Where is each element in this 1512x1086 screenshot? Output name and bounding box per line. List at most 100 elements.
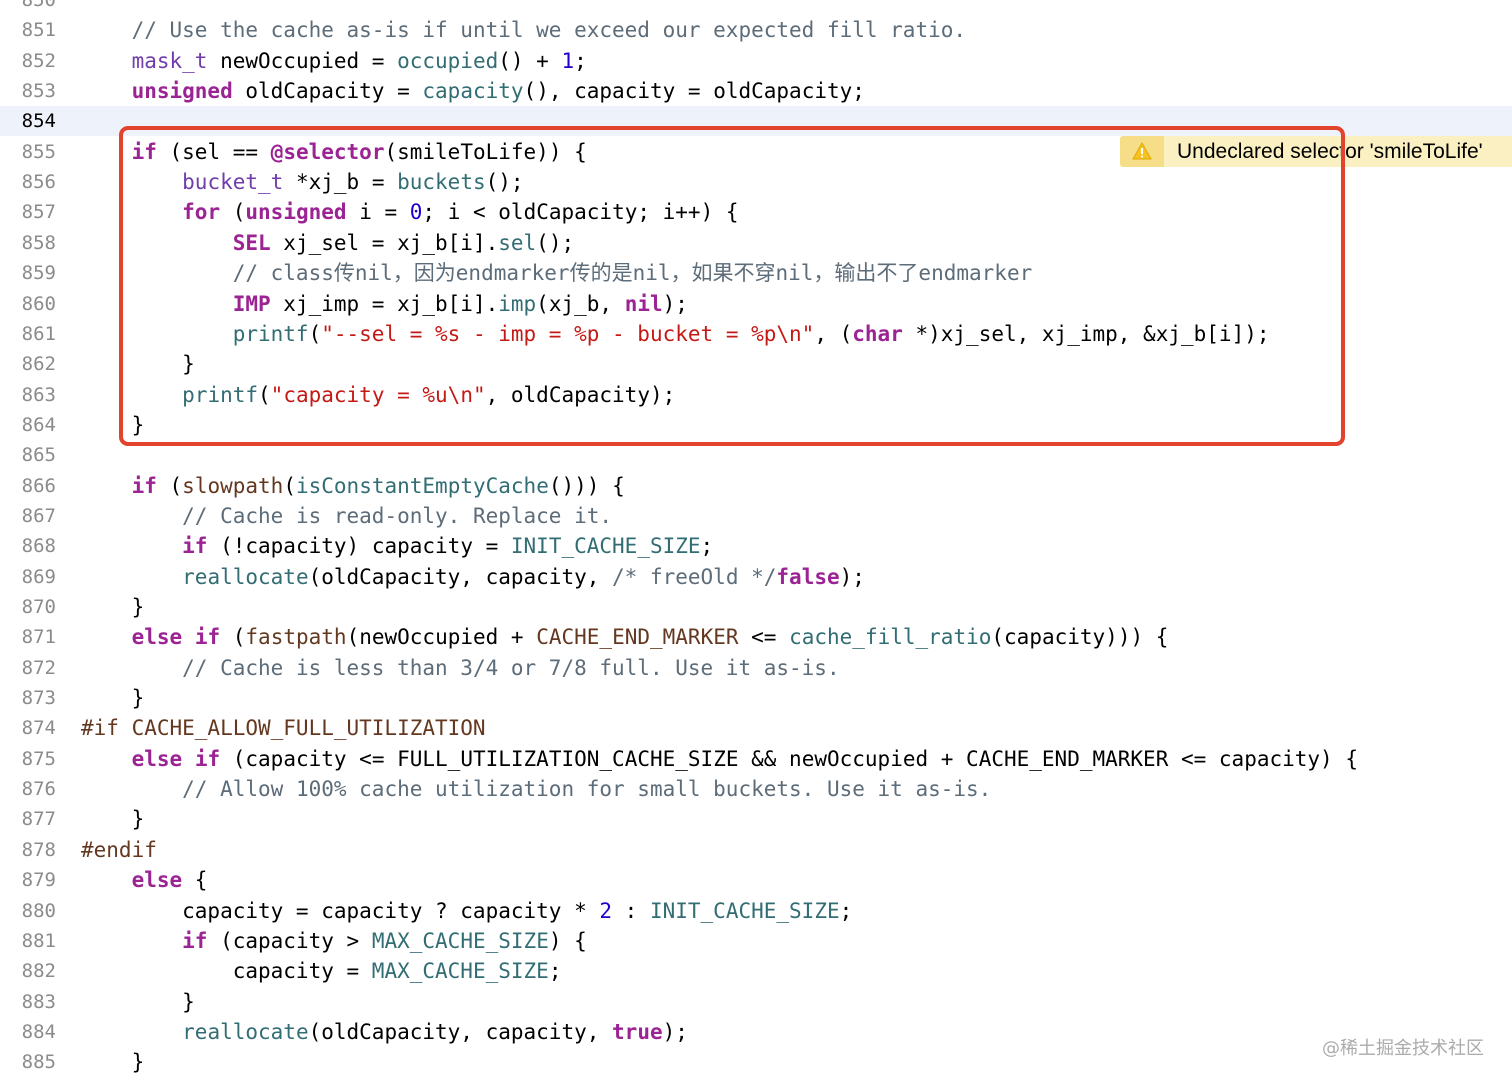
line-number[interactable]: 878	[21, 838, 56, 861]
line-number[interactable]: 851	[21, 19, 56, 42]
code-token: if	[194, 625, 221, 650]
code-line[interactable]: 860 IMP xj_imp = xj_b[i].imp(xj_b, nil);	[0, 289, 1512, 319]
code-line[interactable]: 852 mask_t newOccupied = occupied() + 1;	[0, 46, 1512, 76]
line-number[interactable]: 864	[21, 413, 56, 436]
line-number[interactable]: 859	[21, 262, 56, 285]
code-token	[81, 322, 233, 346]
line-number[interactable]: 879	[21, 869, 56, 892]
warning-annotation[interactable]: Undeclared selector 'smileToLife'	[1120, 136, 1512, 167]
line-number[interactable]: 867	[21, 504, 56, 527]
code-line[interactable]: 874 #if CACHE_ALLOW_FULL_UTILIZATION	[0, 713, 1512, 743]
line-number[interactable]: 854	[21, 110, 56, 133]
code-line[interactable]: 879 else {	[0, 865, 1512, 895]
code-line[interactable]: 873 }	[0, 683, 1512, 713]
line-number[interactable]: 875	[21, 747, 56, 770]
code-line[interactable]: 871 else if (fastpath(newOccupied + CACH…	[0, 622, 1512, 652]
code-token: MAX_CACHE_SIZE	[371, 928, 549, 953]
code-line[interactable]: 859 // class传nil，因为endmarker传的是nil，如果不穿n…	[0, 258, 1512, 288]
code-text: }	[81, 349, 195, 379]
code-line[interactable]: 855 if (sel == @selector(smileToLife)) {	[0, 137, 1512, 167]
code-token: SEL	[232, 230, 271, 255]
code-line[interactable]: 863 printf("capacity = %u\n", oldCapacit…	[0, 380, 1512, 410]
code-line[interactable]: 864 }	[0, 410, 1512, 440]
code-line[interactable]: 867 // Cache is read-only. Replace it.	[0, 501, 1512, 531]
code-token	[81, 231, 233, 255]
code-token	[81, 18, 132, 42]
line-number[interactable]: 877	[21, 808, 56, 831]
code-line[interactable]: 880 capacity = capacity ? capacity * 2 :…	[0, 896, 1512, 926]
code-text: else if (capacity <= FULL_UTILIZATION_CA…	[81, 744, 1358, 774]
code-token	[182, 625, 195, 649]
line-number[interactable]: 860	[21, 292, 56, 315]
line-number[interactable]: 882	[21, 960, 56, 983]
line-number[interactable]: 852	[21, 49, 56, 72]
line-number[interactable]: 858	[21, 231, 56, 254]
line-number[interactable]: 870	[21, 596, 56, 618]
code-token	[81, 534, 182, 558]
code-token: /* freeOld */	[612, 564, 777, 589]
code-line[interactable]: 872 // Cache is less than 3/4 or 7/8 ful…	[0, 653, 1512, 683]
code-line[interactable]: 877 }	[0, 804, 1512, 834]
line-number[interactable]: 855	[21, 140, 56, 163]
code-line[interactable]: 851 // Use the cache as-is if until we e…	[0, 15, 1512, 45]
code-line[interactable]: 861 printf("--sel = %s - imp = %p - buck…	[0, 319, 1512, 349]
code-line[interactable]: 862 }	[0, 349, 1512, 379]
code-token: (	[283, 473, 296, 498]
code-line[interactable]: 884 reallocate(oldCapacity, capacity, tr…	[0, 1017, 1512, 1047]
line-number[interactable]: 862	[21, 353, 56, 376]
current-code-line[interactable]: 854	[0, 106, 1512, 137]
code-token: (	[258, 382, 271, 407]
line-number[interactable]: 884	[21, 1020, 56, 1043]
code-token	[81, 656, 182, 680]
line-number[interactable]: 850	[21, 0, 56, 11]
code-line[interactable]: 865	[0, 440, 1512, 470]
line-number[interactable]: 868	[21, 535, 56, 558]
code-line[interactable]: 853 unsigned oldCapacity = capacity(), c…	[0, 76, 1512, 106]
line-number[interactable]: 880	[21, 899, 56, 922]
code-line[interactable]: 850	[0, 0, 1512, 15]
code-line[interactable]: 870 }	[0, 592, 1512, 622]
line-number[interactable]: 874	[21, 717, 56, 740]
code-text: }	[81, 592, 145, 622]
code-text: capacity = MAX_CACHE_SIZE;	[81, 956, 562, 986]
line-number[interactable]: 853	[21, 80, 56, 103]
code-line[interactable]: 858 SEL xj_sel = xj_b[i].sel();	[0, 228, 1512, 258]
code-line[interactable]: 866 if (slowpath(isConstantEmptyCache())…	[0, 471, 1512, 501]
line-number[interactable]: 881	[21, 929, 56, 952]
code-line[interactable]: 857 for (unsigned i = 0; i < oldCapacity…	[0, 197, 1512, 227]
code-token: () +	[498, 48, 562, 73]
code-line[interactable]: 869 reallocate(oldCapacity, capacity, /*…	[0, 562, 1512, 592]
code-line[interactable]: 883 }	[0, 987, 1512, 1017]
line-number[interactable]: 861	[21, 322, 56, 345]
line-number[interactable]: 856	[21, 171, 56, 194]
code-line[interactable]: 885 }	[0, 1047, 1512, 1077]
line-number[interactable]: 883	[21, 990, 56, 1013]
code-line[interactable]: 881 if (capacity > MAX_CACHE_SIZE) {	[0, 926, 1512, 956]
code-token: ())) {	[548, 473, 625, 498]
code-line[interactable]: 876 // Allow 100% cache utilization for …	[0, 774, 1512, 804]
code-token: INIT_CACHE_SIZE	[649, 898, 840, 923]
line-number[interactable]: 876	[21, 778, 56, 801]
code-line[interactable]: 856 bucket_t *xj_b = buckets();	[0, 167, 1512, 197]
code-token: @selector	[270, 139, 385, 164]
code-token: for	[182, 200, 221, 225]
code-token: );	[662, 1019, 688, 1044]
line-number[interactable]: 871	[21, 626, 56, 649]
line-number[interactable]: 869	[21, 565, 56, 588]
line-number[interactable]: 865	[21, 444, 56, 467]
code-token	[81, 261, 233, 285]
code-token: <=	[738, 625, 790, 650]
code-line[interactable]: 875 else if (capacity <= FULL_UTILIZATIO…	[0, 744, 1512, 774]
line-number[interactable]: 873	[21, 687, 56, 710]
line-number[interactable]: 866	[21, 474, 56, 497]
line-number[interactable]: 885	[21, 1051, 56, 1074]
code-line[interactable]: 878#endif	[0, 835, 1512, 865]
code-line[interactable]: 868 if (!capacity) capacity = INIT_CACHE…	[0, 531, 1512, 561]
code-token: #if CACHE_ALLOW_FULL_UTILIZATION	[81, 716, 486, 741]
code-text: if (!capacity) capacity = INIT_CACHE_SIZ…	[81, 531, 713, 561]
line-number[interactable]: 857	[21, 201, 56, 224]
line-number[interactable]: 863	[21, 383, 56, 406]
line-number[interactable]: 872	[21, 656, 56, 679]
code-line[interactable]: 882 capacity = MAX_CACHE_SIZE;	[0, 956, 1512, 986]
